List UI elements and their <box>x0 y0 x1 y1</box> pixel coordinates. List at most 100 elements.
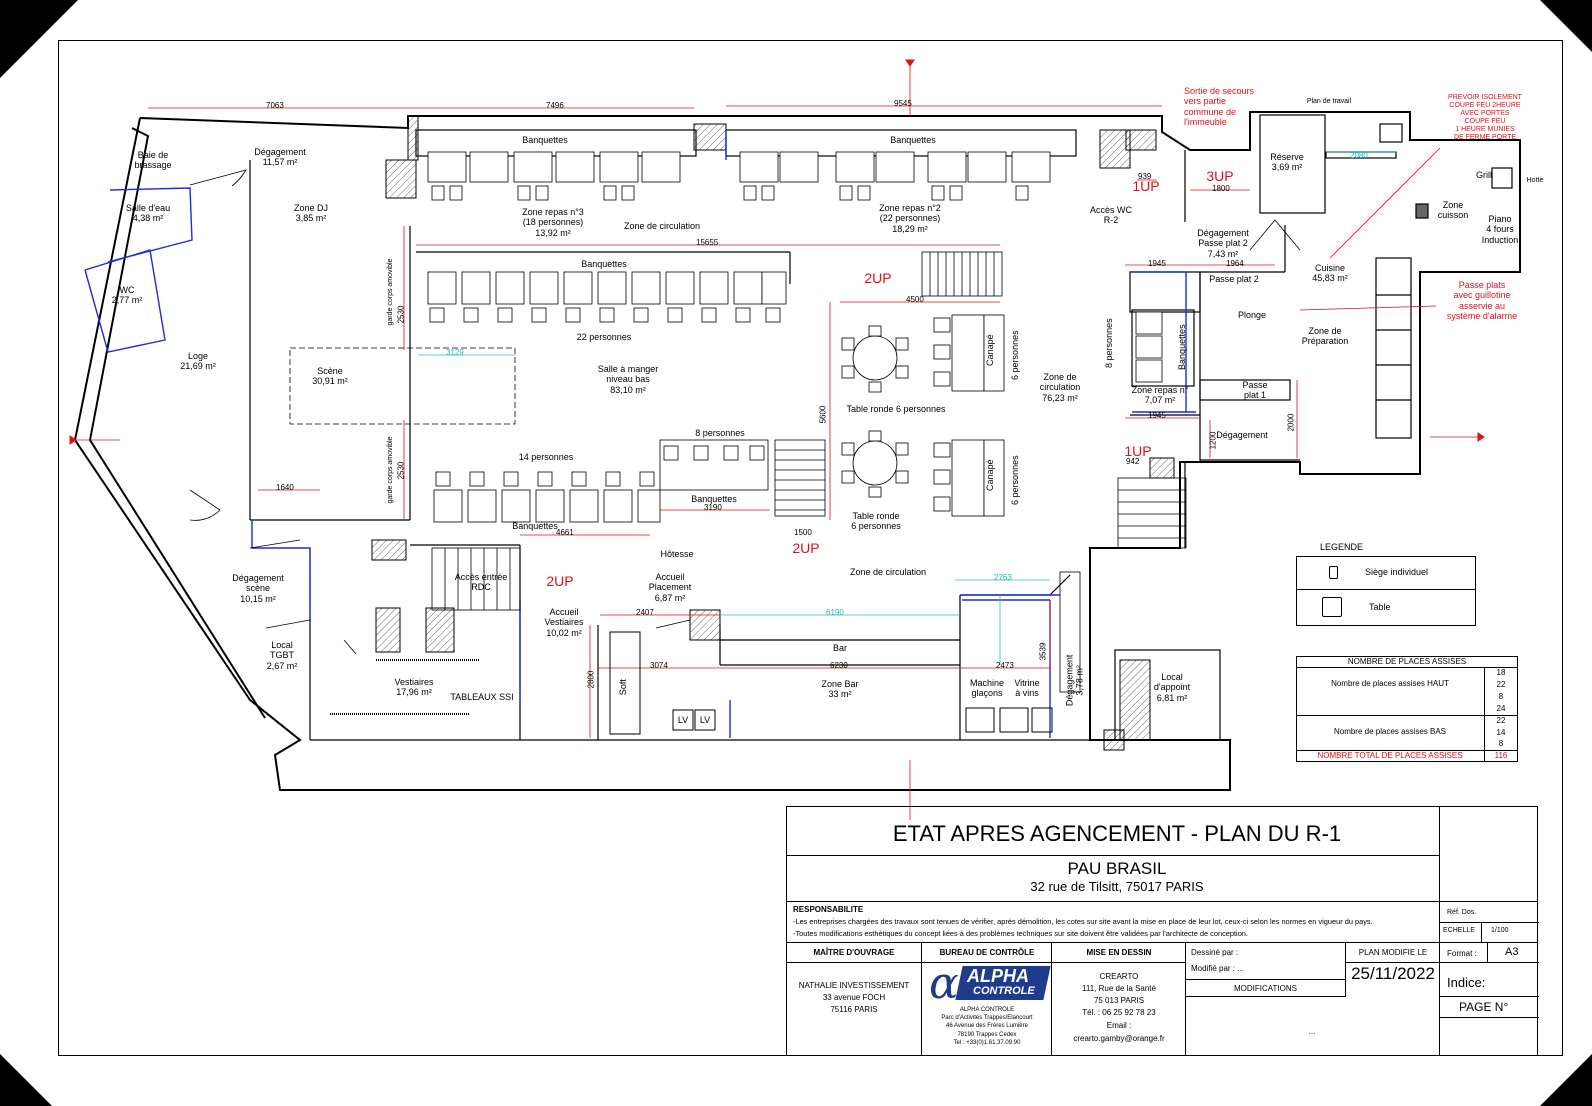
legend-box: Siège individuel Table <box>1296 556 1476 626</box>
seats-col-divider <box>1484 667 1485 761</box>
page-corner-top-right <box>1540 0 1592 52</box>
alpha-logo-letter: α <box>929 958 959 1009</box>
modifie-par: Modifié par : ... <box>1191 964 1244 973</box>
bureau-addr2: 46 Avenue des Frères Lumière <box>946 1023 1028 1029</box>
label-table-ronde-2: Table ronde 6 personnes <box>851 511 901 532</box>
label-passe-plat-1: Passe plat 1 <box>1242 380 1268 401</box>
wall-blocks <box>371 115 1175 751</box>
alpha-logo-bottom-text: CONTROLE <box>973 985 1035 997</box>
responsabilite-line-2: -Toutes modifications esthétiques du con… <box>793 929 1248 938</box>
seats-bas-value-2: 14 <box>1496 728 1506 737</box>
seats-haut-value-3: 8 <box>1498 692 1504 701</box>
seats-haut-value-4: 24 <box>1496 704 1506 713</box>
bureau-addr3: 78190 Trappes Cedex <box>957 1032 1017 1038</box>
scene-area <box>289 347 516 425</box>
label-1up-1: 1UP <box>1132 178 1160 194</box>
dim-6230: 6230 <box>830 661 848 670</box>
note-passe-plats: Passe plats avec guillotine asservie au … <box>1446 280 1518 322</box>
format-value: A3 <box>1505 946 1519 958</box>
dim-2530-1: 2530 <box>396 305 406 324</box>
ref-divider <box>1439 922 1539 923</box>
seat-symbol-icon <box>1329 566 1338 579</box>
mise-email: crearto.gamby@orange.fr <box>1073 1034 1165 1043</box>
responsabilite-line-1: -Les entreprises chargées des travaux so… <box>793 917 1373 926</box>
dimension-lines <box>70 60 1480 820</box>
label-14-personnes: 14 personnes <box>518 452 574 462</box>
dim-9545: 9545 <box>894 99 912 108</box>
note-prevoir-isolement: PREVOIR ISOLEMENT COUPE FEU 2HEURE AVEC … <box>1448 94 1522 142</box>
project-name: PAU BRASIL <box>1067 859 1167 878</box>
legend-seat-label: Siège individuel <box>1365 567 1429 577</box>
modifications-ellipsis: ... <box>1308 1027 1316 1036</box>
label-22-personnes: 22 personnes <box>576 332 632 342</box>
col-divider-2 <box>1051 942 1052 1056</box>
label-vitrine-vins: Vitrine à vins <box>1014 678 1040 699</box>
label-2up-2: 2UP <box>792 540 820 556</box>
label-6-personnes-1: 6 personnes <box>1009 330 1020 380</box>
indice-label: Indice: <box>1447 975 1486 990</box>
banquettes-label-2: Banquettes <box>890 135 936 145</box>
seats-bas-label: Nombre de places assises BAS <box>1333 727 1447 736</box>
banquettes-label-4: Banquettes <box>512 521 558 531</box>
banquettes-label-1: Banquettes <box>522 135 568 145</box>
banquettes-label-3: Banquettes <box>581 259 627 269</box>
plan-modifie-label: PLAN MODIFIE LE <box>1358 948 1428 957</box>
format-col <box>1487 942 1488 963</box>
bureau-name: ALPHA CONTROLE <box>959 1007 1015 1013</box>
header-row-divider <box>786 962 1186 963</box>
label-8-personnes: 8 personnes <box>695 428 745 438</box>
room-salle-eau: Salle d'eau 4,38 m² <box>125 203 171 224</box>
label-piano: Piano 4 fours Induction <box>1481 214 1519 245</box>
mise-addr2: 75 013 PARIS <box>1093 996 1145 1005</box>
room-zone-repas-2: Zone repas n°2 (22 personnes) 18,29 m² <box>879 203 941 234</box>
page-corner-bottom-right <box>1540 1054 1592 1106</box>
page-corner-top-left <box>0 0 78 78</box>
seats-haut-label: Nombre de places assises HAUT <box>1331 679 1449 688</box>
outer-walls <box>73 111 1521 791</box>
title-divider-3 <box>786 942 1538 943</box>
label-tableaux-ssi: TABLEAUX SSI <box>450 692 514 702</box>
room-loge: Loge 21,69 m² <box>180 351 216 372</box>
seats-total-value: 116 <box>1494 751 1508 760</box>
legend-heading: LEGENDE <box>1320 542 1364 552</box>
label-soft: Soft <box>617 679 628 696</box>
seats-heading: NOMBRE DE PLACES ASSISES <box>1347 657 1467 666</box>
dim-2763: 2763 <box>994 573 1012 582</box>
room-accueil-placement: Accueil Placement 6,87 m² <box>648 572 692 603</box>
col-divider-4 <box>1345 942 1346 996</box>
staircases <box>431 251 1187 693</box>
room-scene: Scène 30,91 m² <box>312 366 348 387</box>
maitre-ouvrage-heading: MAÎTRE D'OUVRAGE <box>813 948 895 957</box>
seats-head-divider <box>1296 667 1518 668</box>
room-accueil-vestiaires: Accueil Vestiaires 10,02 m² <box>544 607 584 638</box>
responsabilite-heading: RESPONSABILITE <box>793 905 864 914</box>
dim-4500: 4500 <box>906 295 924 304</box>
dim-2530-2: 2530 <box>396 461 406 480</box>
dim-3129: 3129 <box>446 348 464 357</box>
label-garde-corps-2: garde corps amovible <box>386 436 394 504</box>
dim-942: 942 <box>1126 457 1140 466</box>
coat-racks <box>330 659 480 715</box>
cyan-dimension-lines <box>418 151 1396 665</box>
label-machine-glacons: Machine glaçons <box>969 678 1005 699</box>
dim-7063: 7063 <box>266 101 284 110</box>
label-grill: Grill <box>1476 170 1492 180</box>
banquettes-label-5: Banquettes <box>691 494 737 504</box>
echelle-col <box>1481 922 1482 943</box>
label-2up-3: 2UP <box>546 573 574 589</box>
page-corner-bottom-left <box>0 1054 52 1106</box>
room-degagement-cuisine: Dégagement <box>1216 430 1268 440</box>
label-hotte: Hotte <box>1526 177 1544 184</box>
dim-1640: 1640 <box>276 483 294 492</box>
seats-section-divider <box>1296 715 1518 716</box>
bar-counter <box>609 631 1053 735</box>
annotation-leaders <box>1299 147 1441 311</box>
col-divider-3 <box>1185 942 1186 1056</box>
seats-table: NOMBRE DE PLACES ASSISES Nombre de place… <box>1296 656 1518 762</box>
doors <box>189 169 1301 655</box>
seats-bas-value-1: 22 <box>1496 716 1506 725</box>
chairs <box>429 185 1029 498</box>
label-plan-travail: Plan de travail <box>1306 98 1352 105</box>
label-6-personnes-2: 6 personnes <box>1009 455 1020 505</box>
dim-2080: 2080 <box>1350 151 1368 160</box>
